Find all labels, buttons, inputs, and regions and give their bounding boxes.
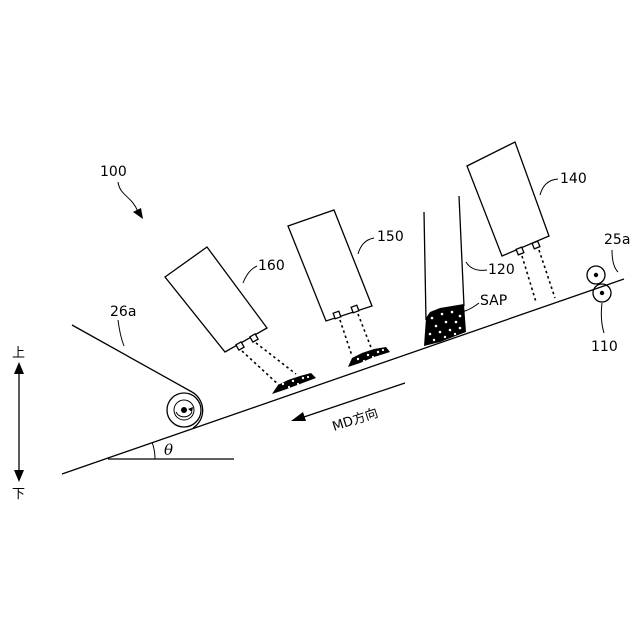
up-arrowhead bbox=[14, 362, 24, 374]
unit-140-spray-b bbox=[539, 250, 555, 298]
label-150: 150 bbox=[377, 229, 404, 245]
unit-150-spray-a bbox=[340, 320, 352, 356]
unit-150-box bbox=[288, 210, 372, 321]
unit-140-nozzle-a bbox=[516, 247, 524, 255]
label-down: 下 bbox=[12, 487, 25, 502]
angle-arc bbox=[152, 442, 155, 459]
label-160: 160 bbox=[258, 258, 285, 274]
label-100: 100 bbox=[100, 164, 127, 180]
label-26a: 26a bbox=[110, 304, 136, 320]
arrow-100 bbox=[118, 182, 138, 212]
unit-160-deposit bbox=[272, 373, 316, 394]
hopper-120-right-wall bbox=[459, 196, 464, 306]
leader-160 bbox=[243, 266, 257, 283]
label-25a: 25a bbox=[604, 232, 630, 248]
md-arrow-head bbox=[291, 412, 306, 421]
down-arrowhead bbox=[14, 470, 24, 482]
rotation-arrowhead bbox=[188, 407, 193, 412]
unit-150-spray-b bbox=[358, 314, 372, 350]
leader-26a bbox=[118, 320, 124, 346]
unit-140-box bbox=[467, 142, 549, 256]
label-140: 140 bbox=[560, 171, 587, 187]
leader-110 bbox=[601, 303, 604, 333]
nip-roll-lower-center bbox=[600, 291, 604, 295]
unit-160-spray-b bbox=[256, 343, 296, 374]
arrow-100-head bbox=[133, 208, 143, 219]
nip-roll-upper-center bbox=[594, 273, 598, 277]
leader-140 bbox=[540, 179, 558, 195]
label-120: 120 bbox=[488, 262, 515, 278]
unit-140-nozzle-b bbox=[532, 241, 540, 249]
unit-150-nozzle-b bbox=[351, 305, 359, 313]
hopper-120-sap-deposit bbox=[424, 304, 466, 346]
belt-upper bbox=[72, 325, 192, 392]
angle-theta: θ bbox=[164, 441, 173, 459]
belt-roll-center bbox=[181, 407, 187, 413]
label-110: 110 bbox=[591, 339, 618, 355]
label-md-direction: MD方向 bbox=[330, 405, 380, 435]
label-up: 上 bbox=[12, 346, 25, 361]
unit-140-spray-a bbox=[522, 256, 536, 302]
leader-120 bbox=[466, 262, 487, 270]
leader-25a bbox=[612, 250, 618, 272]
leader-150 bbox=[358, 238, 374, 254]
unit-150-nozzle-a bbox=[333, 311, 341, 319]
label-sap: SAP bbox=[480, 293, 507, 309]
hopper-120-left-wall bbox=[424, 212, 426, 320]
